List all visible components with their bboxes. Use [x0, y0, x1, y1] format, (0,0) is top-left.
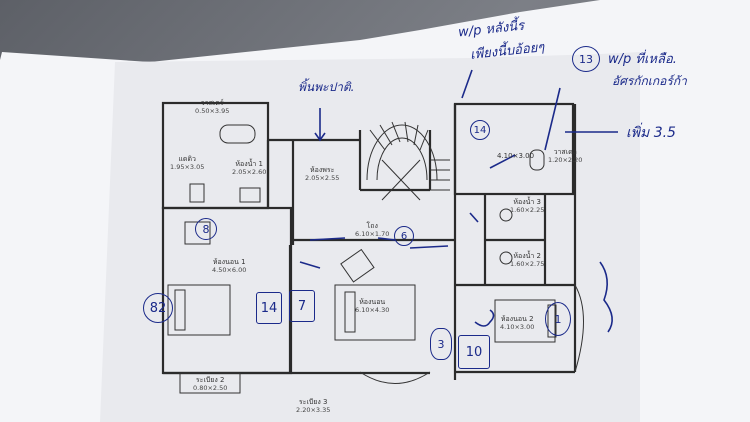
- mark-1: 1: [545, 302, 571, 336]
- mark-82: 82: [143, 293, 173, 323]
- mark-8: 8: [195, 218, 217, 240]
- note-right-2: อัศรกักเกอร์ก้า: [612, 74, 687, 88]
- room-dimension: 2.20×3.35: [296, 406, 331, 414]
- room-name: ห้องน้ำ 3: [513, 198, 542, 206]
- room-dimension: 0.50×3.95: [195, 107, 230, 115]
- room-dimension: 6.10×4.30: [355, 306, 390, 314]
- room-name: วาสเดอ: [553, 148, 577, 156]
- room-dimension: 0.80×2.50: [193, 384, 228, 392]
- room-name: ห้องน้ำ 1: [235, 160, 264, 168]
- room-name: วาสเดร์: [200, 99, 224, 107]
- room-dimension: 4.50×6.00: [212, 266, 247, 274]
- mark-7: 7: [289, 290, 315, 322]
- mark-14b: 14: [256, 292, 282, 324]
- room-dimension: 4.10×3.00: [500, 323, 535, 331]
- room-dimension: 1.20×2.20: [548, 156, 583, 164]
- room-name: ห้องนอน 2: [500, 315, 534, 323]
- note-right-3: เพิ่ม 3.5: [626, 125, 676, 141]
- room-label: 4.10×3.00: [497, 152, 534, 160]
- room-name: 4.10×3.00: [497, 152, 535, 160]
- mark-3: 3: [430, 328, 452, 360]
- room-label: วาสเดร์0.50×3.95: [195, 99, 229, 115]
- room-dimension: 1.60×2.75: [510, 260, 545, 268]
- note-top-center: พิ้นพะปาติ.: [298, 80, 355, 94]
- mark-10: 10: [458, 335, 490, 369]
- mark-6: 6: [394, 226, 414, 246]
- room-name: ห้องน้ำ 2: [513, 252, 542, 260]
- room-dimension: 6.10×1.70: [355, 230, 390, 238]
- room-dimension: 2.05×2.60: [232, 168, 267, 176]
- room-dimension: 1.60×2.25: [510, 206, 545, 214]
- room-name: ระเบียง 2: [195, 376, 225, 384]
- room-name: ระเบียง 3: [298, 398, 328, 406]
- note-right-1: w/p ที่เหลือ.: [608, 52, 677, 67]
- room-dimension: 2.05×2.55: [305, 174, 340, 182]
- room-dimension: 1.95×3.05: [170, 163, 205, 171]
- room-name: แดดิว: [178, 155, 196, 163]
- room-name: ห้องพระ: [310, 166, 335, 174]
- room-name: ห้องนอน: [359, 298, 386, 306]
- mark-13: 13: [572, 46, 600, 72]
- room-name: ห้องนอน 1: [212, 258, 246, 266]
- room-name: โถง: [366, 222, 378, 230]
- mark-14: 14: [470, 120, 490, 140]
